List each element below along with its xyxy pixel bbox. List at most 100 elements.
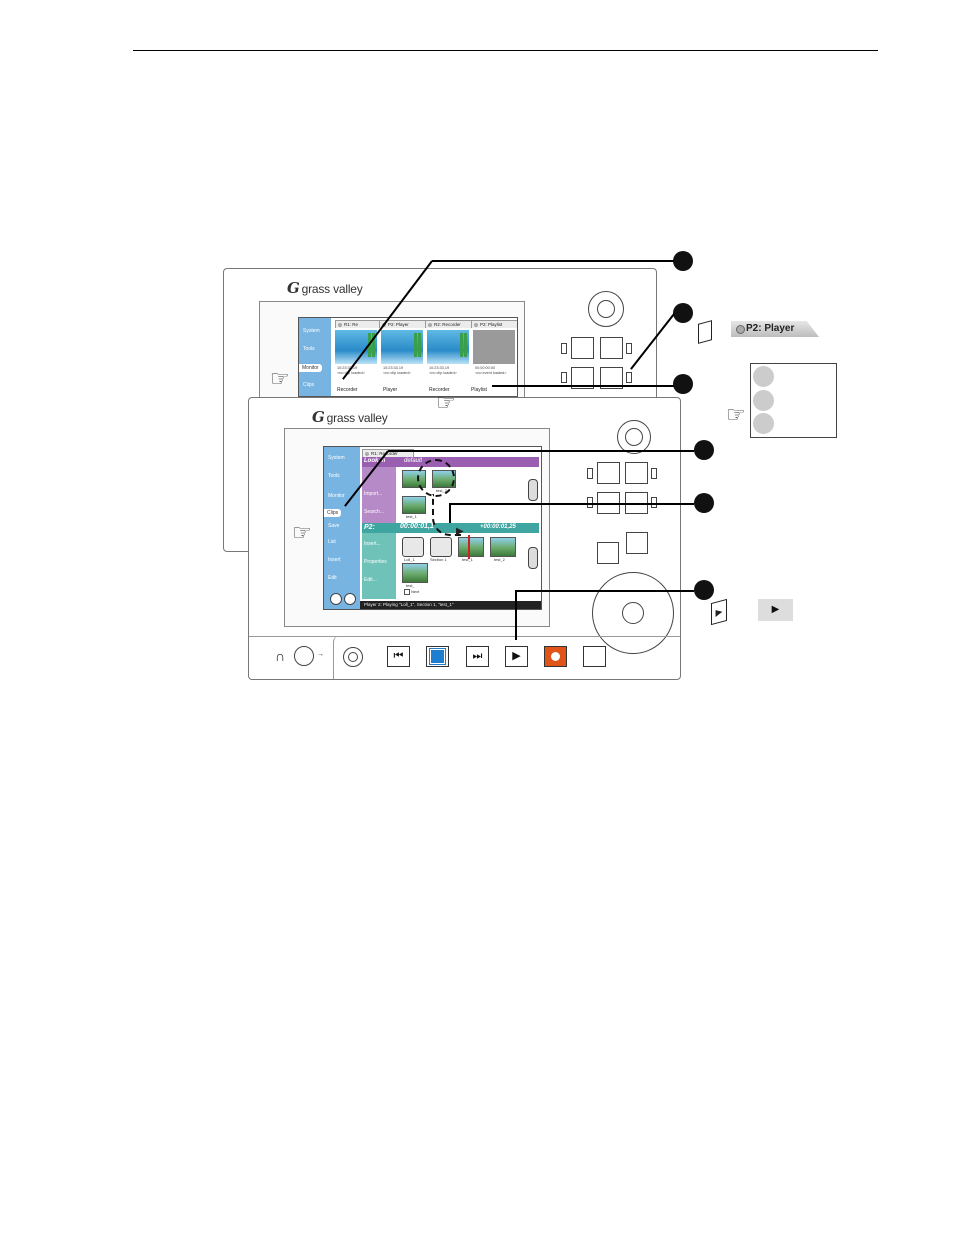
callout-6: [694, 580, 714, 600]
next-checkbox-label: Next: [411, 589, 420, 594]
sidebar-item-monitor[interactable]: Monitor: [299, 364, 322, 372]
sidebar-item-clips[interactable]: Clips: [303, 382, 315, 388]
sidebar-item-tools[interactable]: Tools: [303, 346, 315, 352]
front-jog-knob-inner: [625, 428, 643, 446]
back-led-1: [561, 343, 567, 354]
brand-name: grass valley: [301, 282, 363, 296]
sidebar-circle-button[interactable]: [344, 593, 356, 605]
hand-pointer-icon: ☞: [270, 366, 290, 391]
sidebar-item-insert[interactable]: Insert: [328, 557, 341, 563]
playlist-label-2: Section 1: [430, 557, 447, 562]
back-key-3[interactable]: [571, 367, 594, 389]
playlist-label-1: Loll_1: [404, 557, 415, 562]
back-key-1[interactable]: [571, 337, 594, 359]
monitor-4-label[interactable]: Playlist: [471, 387, 487, 393]
audio-meter: [464, 333, 467, 357]
playlist-item-clock[interactable]: [402, 537, 424, 557]
front-key-6[interactable]: [626, 532, 648, 554]
playlist-item-test[interactable]: [402, 563, 428, 583]
front-key-5[interactable]: [597, 542, 619, 564]
playlist-item-test1[interactable]: [458, 537, 484, 557]
playlist-item-clock[interactable]: [430, 537, 452, 557]
menu-properties[interactable]: Properties: [364, 559, 387, 565]
callout-2: [673, 303, 693, 323]
sidebar-item-system[interactable]: System: [328, 455, 345, 461]
front-key-1[interactable]: [597, 462, 620, 484]
player-tab-label: P2: Player: [746, 323, 795, 334]
callout-3: [673, 374, 693, 394]
monitor-4[interactable]: [473, 330, 515, 364]
lookin-value[interactable]: default: [404, 458, 423, 464]
scroll-handle[interactable]: [528, 547, 538, 569]
timecode: 10:23:33,19: [429, 366, 450, 370]
stack-button-3[interactable]: [753, 413, 774, 434]
status: <no event loaded>: [475, 370, 507, 375]
brand-mark: G: [287, 279, 300, 297]
leader-1: [432, 260, 674, 262]
audio-meter: [460, 333, 463, 357]
next-checkbox[interactable]: [404, 589, 410, 595]
back-led-3: [561, 372, 567, 383]
clips-bin-header: [362, 457, 539, 467]
transport-bay: [333, 636, 681, 679]
sidebar-item-clips[interactable]: Clips: [324, 509, 342, 517]
sidebar-circle-button[interactable]: [330, 593, 342, 605]
brand-mark: G: [312, 408, 325, 426]
monitor-3-info: 10:23:33,19<no clip loaded>: [429, 366, 457, 375]
audio-meter: [372, 333, 375, 357]
stack-button-1[interactable]: [753, 366, 774, 387]
clip-thumb-1[interactable]: [402, 496, 426, 514]
sidebar-item-edit[interactable]: Edit: [328, 575, 337, 581]
sidebar-item-system[interactable]: System: [303, 328, 320, 334]
key-cap-icon: [698, 320, 712, 344]
playlist-item-test2[interactable]: [490, 537, 516, 557]
next-button[interactable]: ⏭: [466, 646, 489, 667]
blank-button[interactable]: [583, 646, 606, 667]
sidebar-item-tools[interactable]: Tools: [328, 473, 340, 479]
audio-meter: [418, 333, 421, 357]
callout-5: [694, 493, 714, 513]
callout-1: [673, 251, 693, 271]
sidebar-item-monitor[interactable]: Monitor: [328, 493, 345, 499]
play-button[interactable]: ▶: [505, 646, 528, 667]
stop-button[interactable]: [426, 646, 449, 667]
monitor-2-info: 10:23:33,19<no clip loaded>: [383, 366, 411, 375]
tab-p2-playlist[interactable]: P2: Playlist: [471, 320, 517, 328]
back-led-2: [626, 343, 632, 354]
scroll-handle[interactable]: [528, 479, 538, 501]
record-button[interactable]: [544, 646, 567, 667]
status-bar-text: Player 2: Playing "Loll_1", Section 1, "…: [364, 602, 454, 607]
leader-5: [450, 503, 694, 505]
clip-name-test1: test_1: [406, 514, 417, 519]
menu-edit[interactable]: Edit...: [364, 577, 377, 583]
headphone-jack[interactable]: [294, 646, 314, 666]
sidebar-item-list[interactable]: List: [328, 539, 336, 545]
status: <no clip loaded>: [383, 370, 411, 375]
monitor-1-info: 10:23:33,19<no clip loaded>: [337, 366, 365, 375]
playhead[interactable]: [468, 535, 470, 559]
tab-r2-recorder[interactable]: R2: Recorder: [425, 320, 473, 328]
stack-button-2[interactable]: [753, 390, 774, 411]
prev-button[interactable]: ⏮: [387, 646, 410, 667]
menu-search[interactable]: Search...: [364, 509, 385, 515]
tab-r1[interactable]: R1: Re: [335, 320, 381, 328]
monitor-3[interactable]: [427, 330, 469, 364]
sidebar-item-save[interactable]: Save: [328, 523, 340, 529]
playlist-label-3: test_1: [462, 557, 473, 562]
monitor-4-info: 00:00:00:00<no event loaded>: [475, 366, 506, 375]
play-button-sample: ▶: [758, 599, 793, 621]
monitor-2[interactable]: [381, 330, 423, 364]
front-key-2[interactable]: [625, 462, 648, 484]
shuttle-wheel-hub: [622, 602, 644, 624]
menu-insert[interactable]: Insert...: [364, 541, 381, 547]
timecode: 00:00:00:00: [475, 366, 496, 370]
monitor-1-label: Recorder: [337, 387, 358, 393]
back-key-2[interactable]: [600, 337, 623, 359]
p2-duration: +00:00:01,25: [480, 524, 516, 530]
menu-import[interactable]: Import...: [364, 491, 383, 497]
back-key-4[interactable]: [600, 367, 623, 389]
hand-pointer-icon: ☞: [292, 520, 312, 545]
